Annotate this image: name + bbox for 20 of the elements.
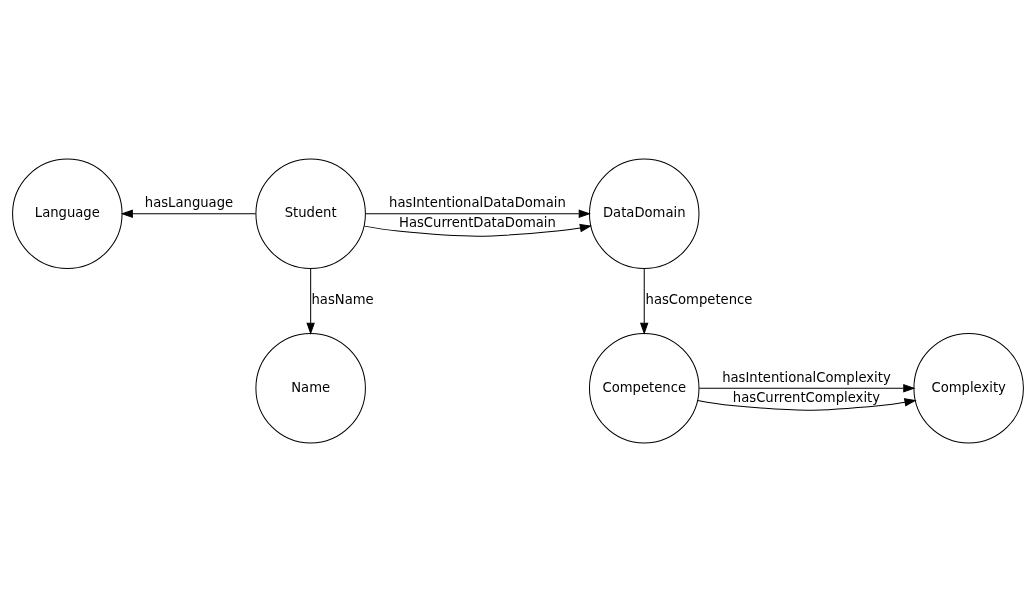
node-circle: Competence xyxy=(588,332,700,444)
node-circle: Student xyxy=(255,158,366,270)
arrow xyxy=(120,209,257,219)
edge-label: hasName xyxy=(311,292,374,308)
edge-label: hasIntentionalDataDomain xyxy=(389,195,566,211)
node-circle: Name xyxy=(255,332,366,444)
arrow xyxy=(639,268,649,335)
node-circle: Language xyxy=(12,158,123,270)
arrow xyxy=(365,209,591,219)
arrow xyxy=(698,383,916,393)
arrow xyxy=(697,398,917,411)
arrow xyxy=(306,268,315,335)
edge-label: hasLanguage xyxy=(144,195,234,211)
edge-label: hasIntentionalComplexity xyxy=(722,369,891,385)
arrow xyxy=(363,223,592,237)
edge-label: hasCurrentComplexity xyxy=(732,389,881,405)
edge-label: hasCompetence xyxy=(645,292,753,308)
node-circle: Complexity xyxy=(913,332,1024,444)
node-circle: DataDomain xyxy=(588,158,700,270)
edge-label: HasCurrentDataDomain xyxy=(399,215,556,231)
